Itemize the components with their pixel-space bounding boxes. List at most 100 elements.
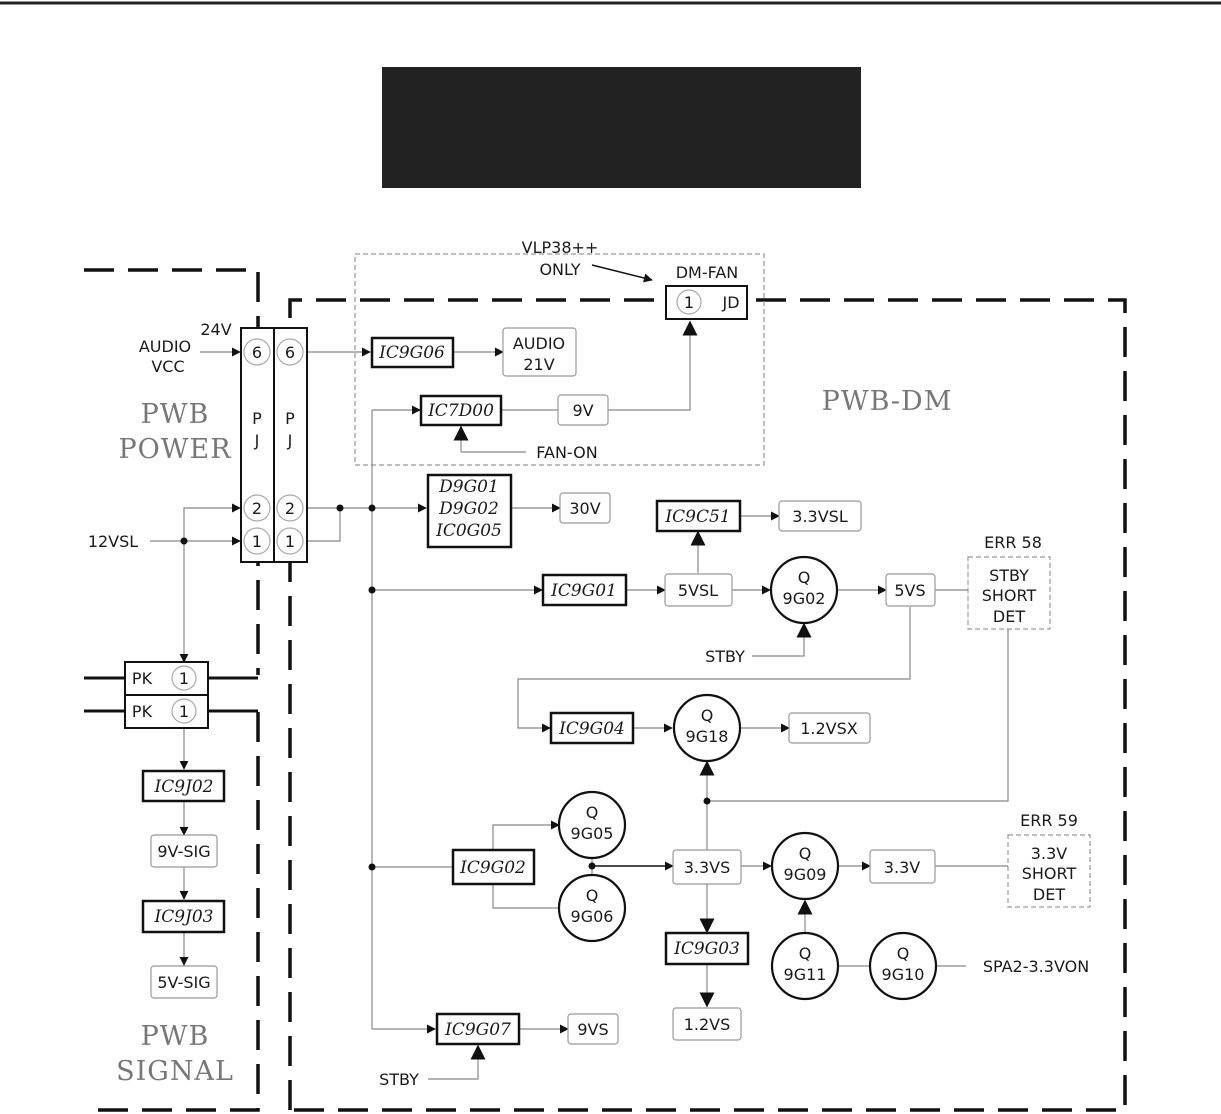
stby-short-det-label-1: STBY (989, 566, 1029, 585)
pj-pin1-left-label: 1 (252, 532, 262, 551)
err58-label: ERR 58 (984, 533, 1042, 552)
rail-9vs-label: 9VS (577, 1020, 608, 1039)
ic9g02-label: IC9G02 (459, 858, 526, 878)
pj-pin6-right-label: 6 (285, 343, 295, 362)
q9g05-circle (557, 790, 627, 860)
stby-label-q9g02: STBY (705, 647, 745, 666)
audio21v-label-1: AUDIO (513, 334, 565, 353)
rail-9v-box (557, 394, 609, 426)
ic9g07-label: IC9G07 (444, 1020, 511, 1040)
q9g11-label-2: 9G11 (784, 965, 827, 984)
rail-30v-label: 30V (569, 499, 600, 518)
ic0g05-label: IC0G05 (435, 521, 502, 541)
pj-letter-j-right: J (287, 431, 293, 450)
stby-label-ic9g07: STBY (379, 1070, 419, 1089)
v24-label: 24V (200, 320, 231, 339)
rail-33vsl-box (778, 500, 862, 532)
junction-bus-mid (368, 586, 376, 594)
vlp-note-label-2: ONLY (539, 260, 580, 279)
v33-short-det-box (1007, 834, 1091, 908)
pj-letter-p-left: P (252, 409, 262, 428)
q9g09-circle (770, 831, 840, 901)
pj-pin2-left (243, 494, 271, 522)
v12sl-label: 12VSL (88, 532, 138, 551)
jd-connector (665, 285, 748, 320)
pk-label-upper: PK (132, 669, 153, 688)
wire-ic9g02-to-q9g05 (492, 820, 560, 850)
fan-on-label: FAN-ON (536, 443, 597, 462)
rail-33v-label: 3.3V (884, 858, 920, 877)
wire-stby-det-to-q9g18 (707, 629, 1009, 802)
pj-letter-p-right: P (285, 409, 295, 428)
ic9g01-box (541, 573, 628, 607)
ic9g03-label: IC9G03 (673, 939, 740, 959)
d9g02-label: D9G02 (438, 499, 499, 519)
pj-strip-left (240, 327, 275, 563)
ic9j03-box (141, 899, 226, 934)
pk-pin-upper-label: 1 (179, 669, 189, 688)
q9g18-label-1: Q (701, 706, 714, 725)
stby-short-det-label-2: SHORT (982, 586, 1037, 605)
rail-5vs-box (885, 573, 936, 607)
q9g09-label-1: Q (799, 844, 812, 863)
pwb-power-label-1: PWB (141, 399, 210, 430)
ic9g04-box (549, 711, 635, 745)
ic9c51-label: IC9C51 (664, 507, 730, 527)
pwb-signal-label-1: PWB (141, 1021, 210, 1052)
spa2-label: SPA2-3.3VON (983, 957, 1089, 976)
q9g02-circle (769, 555, 839, 625)
wire-5vs-to-ic9g04 (517, 607, 911, 733)
jd-pin-label: 1 (684, 293, 694, 312)
rail-12vs-label: 1.2VS (684, 1015, 731, 1034)
rail-5vsl-box (664, 573, 733, 607)
q9g05-label-1: Q (586, 803, 599, 822)
pwb-signal-boundary (84, 712, 260, 1112)
v33-short-det-label-1: 3.3V (1031, 844, 1067, 863)
ic9g07-box (435, 1012, 521, 1046)
q9g05-label-2: 9G05 (571, 824, 614, 843)
rail-12vsx-box (788, 712, 871, 744)
rail-5vsl-label: 5VSL (678, 581, 718, 600)
pwb-power-boundary (84, 268, 260, 675)
q9g02-label-2: 9G02 (783, 589, 826, 608)
pj-strip-right (273, 327, 308, 563)
rail-33vs-box (672, 849, 742, 885)
q9g10-circle (868, 931, 938, 1001)
rail-12vsx-label: 1.2VSX (800, 719, 858, 738)
ic9j03-label: IC9J03 (154, 907, 214, 927)
pj-pin1-right (276, 527, 304, 555)
pj-pin2-right (276, 494, 304, 522)
rail-30v-box (559, 492, 611, 524)
audio-vcc-label-1: AUDIO (139, 337, 191, 356)
junction-pj-merge (336, 504, 344, 512)
ic7d00-box (419, 394, 503, 427)
q9g18-label-2: 9G18 (686, 727, 729, 746)
wire-stby-to-q9g02 (752, 622, 812, 657)
rail-9vs-box (567, 1013, 619, 1045)
wire-vlp-note (591, 264, 653, 283)
rail-12vs-box (672, 1007, 742, 1041)
ic9j02-box (141, 769, 226, 803)
pk-pin-upper (171, 665, 197, 691)
rail-9vsig-label: 9V-SIG (157, 842, 210, 861)
ic9g02-box (451, 848, 536, 886)
ic9j02-label: IC9J02 (154, 777, 214, 797)
pwb-dm-label: PWB-DM (822, 386, 953, 417)
pwb-power-label-2: POWER (118, 434, 231, 465)
q9g11-circle (770, 931, 840, 1001)
dm-fan-region (354, 253, 765, 466)
err59-label: ERR 59 (1020, 811, 1078, 830)
wire-9v-to-jd (608, 320, 698, 411)
wire-stby-to-ic9g07 (428, 1044, 486, 1080)
jd-label: JD (721, 293, 739, 312)
wire-ic9g02-to-q9g06 (492, 884, 559, 909)
q9g10-label-2: 9G10 (882, 965, 925, 984)
rail-5vsig-label: 5V-SIG (157, 973, 210, 992)
pj-pin6-right (276, 338, 304, 366)
pk-pin-lower-label: 1 (179, 702, 189, 721)
d-group-box (426, 473, 513, 549)
rail-5vs-label: 5VS (894, 581, 925, 600)
audio-vcc-label-2: VCC (151, 357, 184, 376)
wire-12vsl-branch-up (183, 503, 241, 541)
